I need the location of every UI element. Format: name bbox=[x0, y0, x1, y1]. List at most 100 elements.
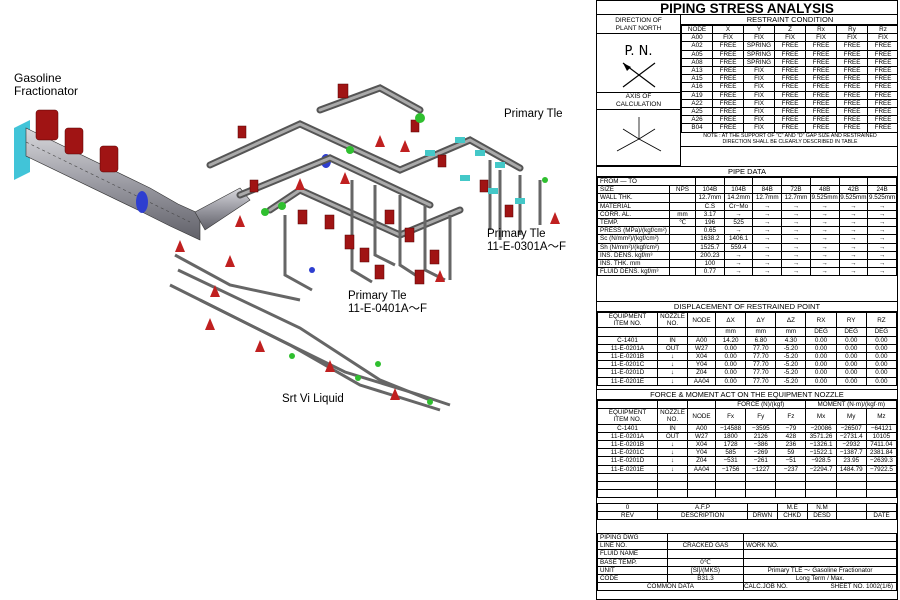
table-cell: → bbox=[752, 234, 783, 244]
table-cell: FREE bbox=[867, 123, 897, 133]
table-cell: FREE bbox=[774, 57, 806, 68]
table-cell: ↓ bbox=[657, 376, 688, 386]
flange bbox=[460, 175, 470, 181]
table-cell: 9.525mm bbox=[809, 193, 840, 203]
table-cell: A02 bbox=[681, 41, 713, 51]
column-header bbox=[836, 511, 868, 521]
table-cell: FREE bbox=[867, 98, 897, 109]
table-cell: 77.70 bbox=[745, 368, 777, 378]
table-cell: 0.00 bbox=[865, 335, 897, 345]
label-primary-tle-0401: Primary Tle 11-E-0401A～F bbox=[348, 290, 428, 315]
column-header: Fz bbox=[775, 408, 807, 425]
common-data-row: BASE TEMP.0℃ bbox=[597, 557, 897, 567]
main-pipe bbox=[25, 127, 251, 241]
table-cell: A25 bbox=[681, 107, 713, 117]
table-cell: 3.17 bbox=[695, 209, 725, 220]
table-cell: 3571.26 bbox=[805, 431, 837, 442]
table-cell bbox=[687, 488, 716, 498]
table-cell: IN bbox=[657, 423, 688, 433]
table-cell: 77.70 bbox=[745, 343, 777, 354]
table-cell: 1406.1 bbox=[723, 234, 754, 244]
table-cell: FREE bbox=[836, 115, 868, 125]
table-cell: → bbox=[809, 218, 840, 228]
table-cell bbox=[668, 234, 697, 244]
table-cell: B31.3 bbox=[667, 574, 744, 584]
table-cell: → bbox=[752, 259, 783, 269]
table-cell: 0.00 bbox=[835, 368, 867, 378]
blank-row bbox=[597, 472, 897, 482]
flange bbox=[475, 150, 485, 156]
column-header: ΔZ bbox=[775, 311, 807, 329]
table-cell: 0.00 bbox=[805, 360, 837, 370]
table-cell bbox=[775, 480, 807, 490]
row-label: BASE TEMP. bbox=[597, 557, 668, 567]
table-cell: → bbox=[781, 218, 811, 228]
hanger bbox=[99, 145, 119, 173]
table-cell: 0.00 bbox=[805, 376, 837, 386]
column-header: Z bbox=[774, 24, 806, 35]
table-cell: −2731.4 bbox=[835, 431, 867, 442]
force-moment-title: FORCE & MOMENT ACT ON THE EQUIPMENT NOZZ… bbox=[597, 389, 897, 400]
table-cell: FREE bbox=[774, 107, 806, 117]
axis-label: AXIS OF CALCULATION bbox=[597, 92, 680, 110]
table-cell: → bbox=[838, 234, 869, 244]
table-cell: → bbox=[838, 250, 869, 261]
table-cell: OUT bbox=[657, 343, 688, 354]
force-moment-table: FORCE (N)/(kgf)MOMENT (N·m)/(kgf·m)EQUIP… bbox=[597, 399, 897, 498]
table-cell: → bbox=[809, 242, 840, 252]
hanger bbox=[429, 249, 440, 265]
table-cell: -5.20 bbox=[775, 343, 807, 354]
row-label: WALL THK. bbox=[597, 193, 670, 203]
table-cell: A15 bbox=[681, 74, 713, 84]
table-cell: FREE bbox=[774, 74, 806, 84]
table-cell bbox=[687, 472, 716, 482]
table-cell: 11-E-0201E bbox=[597, 464, 658, 474]
table-cell: FREE bbox=[805, 49, 837, 59]
table-cell: −14588 bbox=[714, 423, 747, 433]
table-cell: → bbox=[867, 250, 897, 261]
column-header: Mz bbox=[865, 408, 897, 425]
sheet-title: PIPING STRESS ANALYSIS bbox=[597, 1, 897, 16]
table-cell bbox=[865, 488, 897, 498]
row-label: UNIT bbox=[597, 565, 668, 576]
row-label: PIPING DWG bbox=[597, 532, 668, 543]
table-cell: 14.20 bbox=[714, 335, 747, 345]
hanger bbox=[249, 179, 259, 193]
table-cell bbox=[657, 488, 688, 498]
table-cell: 14.2mm bbox=[723, 193, 754, 203]
table-cell: FREE bbox=[712, 74, 744, 84]
hanger bbox=[404, 227, 415, 243]
column-header: NODE bbox=[687, 408, 716, 425]
table-cell: → bbox=[752, 242, 783, 252]
table-cell: 24B bbox=[867, 185, 897, 195]
table-cell: → bbox=[809, 209, 840, 220]
table-cell: 0.00 bbox=[805, 343, 837, 354]
table-cell: Z04 bbox=[687, 456, 716, 466]
table-cell bbox=[597, 472, 658, 482]
nozzle bbox=[542, 177, 548, 183]
table-cell: SPRING bbox=[743, 57, 775, 68]
table-cell: N.M bbox=[806, 502, 838, 513]
table-cell: ↓ bbox=[657, 448, 688, 458]
from-to-label: FROM — TO bbox=[597, 176, 697, 187]
table-cell: X04 bbox=[687, 440, 716, 450]
force-header: FORCE (N)/(kgf) bbox=[714, 399, 807, 410]
table-cell: 196 bbox=[695, 218, 725, 228]
table-cell: FREE bbox=[774, 41, 806, 51]
table-cell bbox=[805, 472, 837, 482]
column-header: NODE bbox=[681, 24, 713, 35]
spring-hangers bbox=[35, 83, 514, 285]
